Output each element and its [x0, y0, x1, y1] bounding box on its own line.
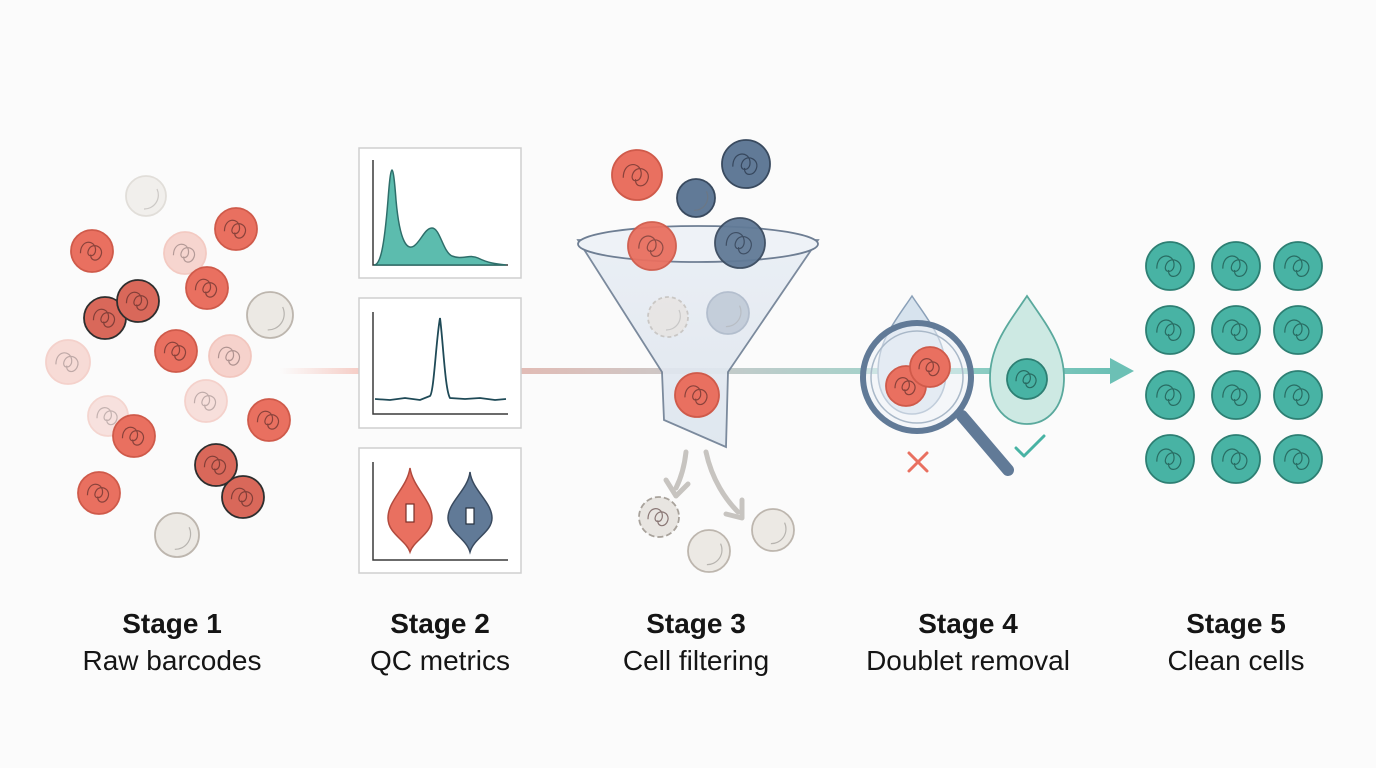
stage3-cells: [611, 139, 795, 573]
stage-4-subtitle: Doublet removal: [866, 645, 1070, 676]
stage-2-title: Stage 2: [390, 608, 490, 639]
stage-5-label: Stage 5 Clean cells: [1106, 606, 1366, 680]
stage-1-label: Stage 1 Raw barcodes: [42, 606, 302, 680]
cell-icon: [1006, 358, 1048, 400]
cell-icon: [70, 229, 114, 273]
cell-icon: [112, 414, 156, 458]
discard-arrows: [663, 449, 745, 521]
cell-icon: [1273, 370, 1323, 420]
cell-icon: [1273, 434, 1323, 484]
cell-icon: [721, 139, 771, 189]
cell-icon: [1145, 241, 1195, 291]
cell-icon: [221, 475, 265, 519]
stage-1-subtitle: Raw barcodes: [82, 645, 262, 676]
cell-icon: [706, 291, 750, 335]
qc-single-peak-panel: [358, 297, 522, 429]
cell-icon: [638, 496, 680, 538]
cell-icon: [1145, 305, 1195, 355]
cell-icon: [627, 221, 677, 271]
magnifier-icon: [860, 320, 1014, 476]
cell-icon: [1211, 241, 1261, 291]
cell-icon: [1145, 370, 1195, 420]
stage5-clean-cells-grid: [1145, 241, 1323, 484]
cell-icon: [714, 217, 766, 269]
qc-violin-panel: [358, 447, 522, 574]
accept-check-icon: [1014, 434, 1046, 458]
cell-icon: [125, 175, 167, 217]
qc-panels: [358, 147, 522, 574]
cell-icon: [214, 207, 258, 251]
stage-5-subtitle: Clean cells: [1167, 645, 1305, 676]
cell-icon: [247, 398, 291, 442]
stage4-cells: [885, 346, 1048, 407]
stage-2-label: Stage 2 QC metrics: [310, 606, 570, 680]
cell-icon: [1211, 305, 1261, 355]
stage1-raw-barcodes-cluster: [45, 175, 294, 558]
cell-icon: [1211, 434, 1261, 484]
stage-2-subtitle: QC metrics: [370, 645, 510, 676]
cell-icon: [185, 266, 229, 310]
cell-icon: [647, 296, 689, 338]
cell-icon: [45, 339, 91, 385]
cell-icon: [1211, 370, 1261, 420]
cell-icon: [909, 346, 951, 388]
cell-icon: [687, 529, 731, 573]
cell-icon: [1273, 241, 1323, 291]
stage-1-title: Stage 1: [122, 608, 222, 639]
stage-3-subtitle: Cell filtering: [622, 645, 770, 676]
qc-histogram-panel: [358, 147, 522, 279]
stage-4-label: Stage 4 Doublet removal: [838, 606, 1098, 680]
cell-icon: [246, 291, 294, 339]
cell-icon: [194, 443, 238, 487]
cell-icon: [674, 372, 720, 418]
cell-icon: [611, 149, 663, 201]
reject-x-icon: [907, 451, 929, 473]
cell-icon: [154, 512, 200, 558]
cell-icon: [116, 279, 160, 323]
cell-icon: [1145, 434, 1195, 484]
cell-icon: [184, 379, 228, 423]
cell-icon: [163, 231, 207, 275]
cell-icon: [154, 329, 198, 373]
flow-arrow-icon: [1110, 358, 1134, 384]
cell-icon: [676, 178, 716, 218]
stage-3-title: Stage 3: [646, 608, 746, 639]
stage-3-label: Stage 3 Cell filtering: [566, 606, 826, 680]
stage-5-title: Stage 5: [1186, 608, 1286, 639]
cell-icon: [751, 508, 795, 552]
cell-icon: [208, 334, 252, 378]
cell-icon: [77, 471, 121, 515]
stage-4-title: Stage 4: [918, 608, 1018, 639]
cell-icon: [1273, 305, 1323, 355]
